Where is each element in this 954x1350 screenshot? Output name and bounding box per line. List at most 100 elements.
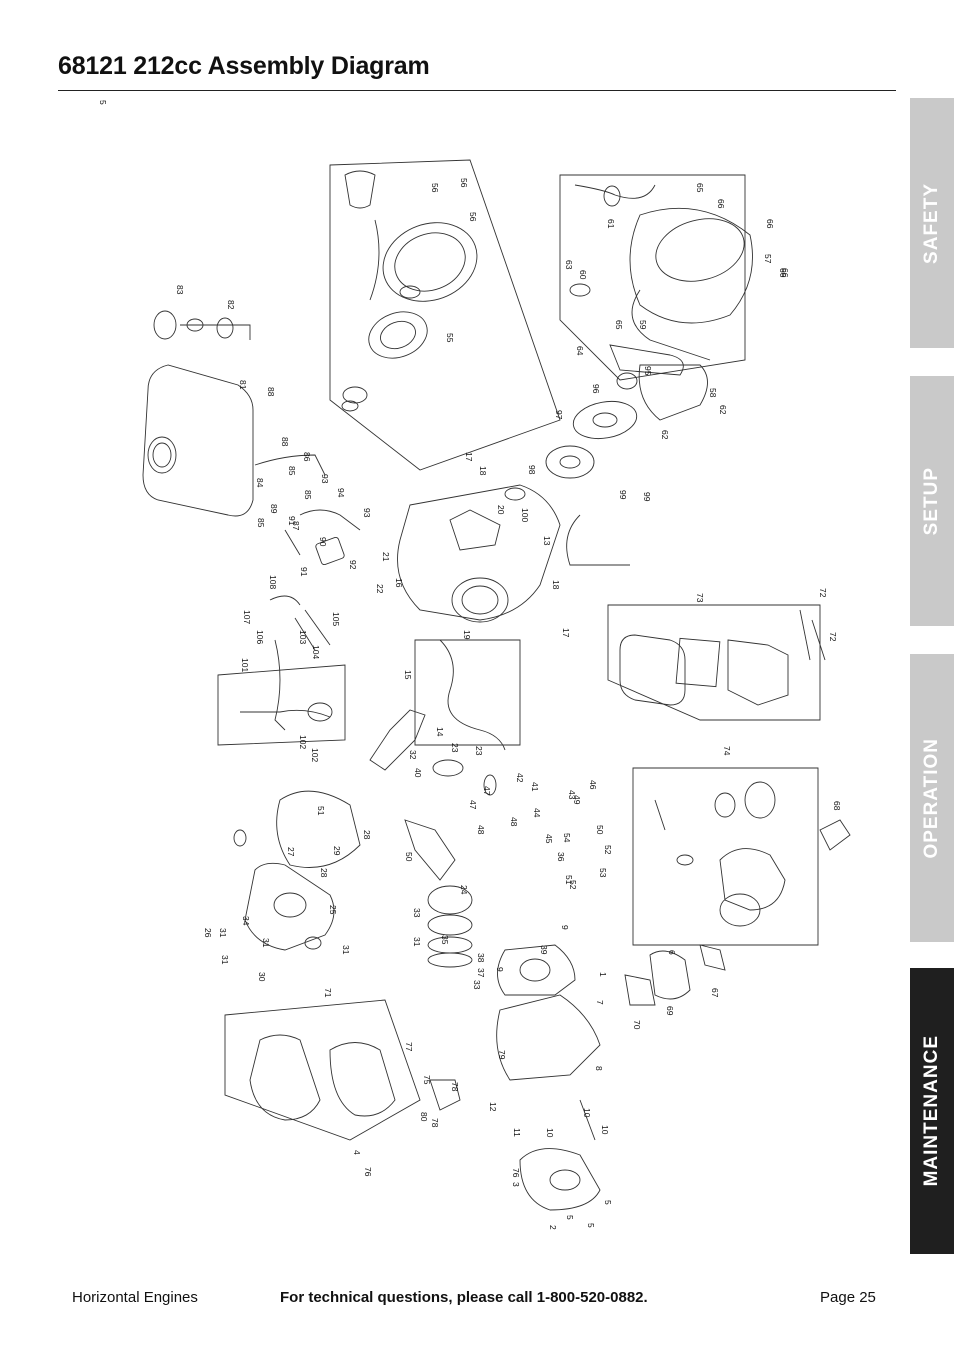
part-label: 26: [203, 928, 213, 938]
part-label: 24: [459, 885, 469, 895]
part-label: 17: [561, 628, 571, 638]
cylinder-bore: [451, 577, 509, 623]
part-label: 23: [474, 746, 484, 756]
spark-arrestor: [429, 1079, 461, 1111]
part-label: 93: [362, 508, 372, 518]
ignition-coil: [603, 185, 621, 207]
part-label: 84: [255, 478, 265, 488]
part-label: 33: [412, 908, 422, 918]
part-label: 52: [568, 880, 578, 890]
part-label: 85: [287, 466, 297, 476]
crankcase-cover: [244, 862, 335, 951]
part-label: 55: [445, 333, 455, 343]
part-label: 31: [261, 938, 271, 948]
part-label: 8: [594, 1066, 604, 1071]
connecting-rod: [404, 819, 456, 881]
part-label: 3: [511, 1182, 521, 1187]
part-label: 6: [667, 950, 677, 955]
part-label: 25: [328, 905, 338, 915]
part-label: 62: [660, 430, 670, 440]
recoil-starter-housing: [382, 222, 478, 302]
part-label: 91: [287, 516, 297, 526]
crankshaft: [369, 709, 426, 771]
tab-operation[interactable]: OPERATION: [910, 654, 954, 942]
part-label: 31: [218, 928, 228, 938]
muffler-guard: [249, 1034, 321, 1121]
part-label: 81: [238, 380, 248, 390]
part-label: 41: [530, 782, 540, 792]
part-label: 62: [718, 405, 728, 415]
part-label: 19: [462, 630, 472, 640]
part-label: 28: [319, 868, 329, 878]
muffler: [329, 1042, 396, 1117]
tab-setup[interactable]: SETUP: [910, 376, 954, 626]
fuel-strainer: [216, 317, 234, 339]
part-label: 66: [765, 219, 775, 229]
part-label: 95: [643, 366, 653, 376]
part-label: 99: [618, 490, 628, 500]
part-label: 94: [336, 488, 346, 498]
camshaft-gear: [432, 759, 464, 777]
part-label: 57: [763, 254, 773, 264]
tab-safety[interactable]: SAFETY: [910, 98, 954, 348]
part-label: 39: [539, 945, 549, 955]
part-label: 30: [257, 972, 267, 982]
fuel-tank: [142, 364, 254, 517]
part-label: 48: [476, 825, 486, 835]
part-label: 56: [468, 212, 478, 222]
part-label: 108: [268, 575, 278, 589]
part-label: 103: [298, 630, 308, 644]
part-label: 10: [600, 1125, 610, 1135]
part-label: 21: [381, 552, 391, 562]
recoil-starter-group-outline: [329, 159, 561, 471]
part-label: 105: [331, 612, 341, 626]
part-label: 31: [341, 945, 351, 955]
page-title: 68121 212cc Assembly Diagram: [58, 52, 430, 80]
part-label: 63: [564, 260, 574, 270]
piston: [427, 885, 473, 915]
part-label: 18: [478, 466, 488, 476]
part-label: 69: [665, 1006, 675, 1016]
part-label: 77: [404, 1042, 414, 1052]
part-label: 32: [408, 750, 418, 760]
part-label: 14: [435, 727, 445, 737]
part-label: 45: [544, 834, 554, 844]
part-label: 72: [818, 588, 828, 598]
part-label: 53: [598, 868, 608, 878]
blower-housing: [629, 207, 753, 324]
part-label: 98: [527, 465, 537, 475]
part-label: 80: [419, 1112, 429, 1122]
part-label: 43: [567, 790, 577, 800]
part-label: 50: [404, 852, 414, 862]
part-label: 89: [269, 504, 279, 514]
air-cleaner-base: [727, 639, 789, 706]
part-label: 1: [598, 972, 608, 977]
part-label: 59: [638, 320, 648, 330]
part-label: 37: [476, 968, 486, 978]
part-label: 31: [220, 955, 230, 965]
part-label: 88: [280, 437, 290, 447]
part-label: 42: [515, 773, 525, 783]
head-gasket: [497, 944, 576, 996]
part-label: 29: [332, 846, 342, 856]
diagram-drawing: [142, 159, 851, 1211]
fuel-cap: [153, 310, 177, 340]
part-label: 71: [323, 988, 333, 998]
footer-support-phone: For technical questions, please call 1-8…: [280, 1289, 648, 1306]
part-label: 7: [595, 1000, 605, 1005]
part-label: 10: [582, 1108, 592, 1118]
shroud-plate: [609, 344, 684, 376]
part-label: 54: [562, 833, 572, 843]
flywheel-fan: [572, 400, 638, 440]
part-label: 75: [422, 1075, 432, 1085]
part-label: 68: [832, 801, 842, 811]
part-label: 85: [303, 490, 313, 500]
part-label: 47: [482, 786, 492, 796]
part-label: 66: [716, 199, 726, 209]
title-divider: [58, 90, 896, 91]
part-label: 10: [545, 1128, 555, 1138]
part-label: 38: [476, 953, 486, 963]
tab-maintenance[interactable]: MAINTENANCE: [910, 968, 954, 1254]
